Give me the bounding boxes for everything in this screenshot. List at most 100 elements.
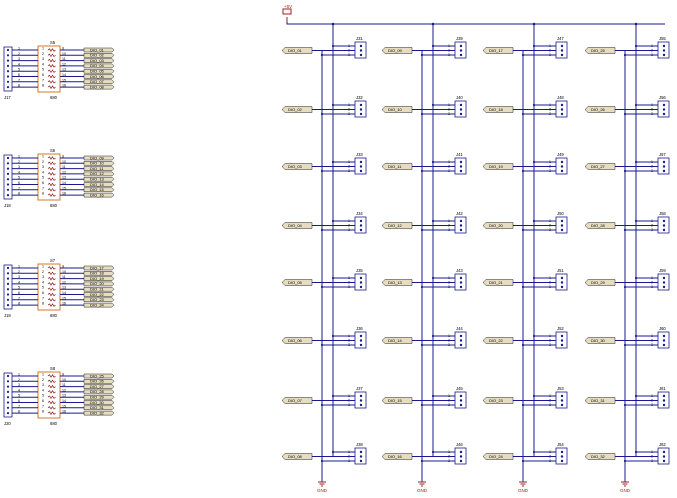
- header-pin: [6, 401, 10, 404]
- header-body: [3, 372, 13, 418]
- resistor-symbol: [47, 161, 56, 166]
- net-tag: [83, 68, 115, 74]
- junction-dot: [331, 219, 335, 223]
- connector-ref: J62: [659, 442, 666, 447]
- junction-dot: [623, 228, 627, 232]
- resistor-symbol: [47, 64, 56, 68]
- header-pin: [6, 178, 10, 181]
- connector-pin: [459, 165, 463, 168]
- junction-dot: [634, 160, 638, 164]
- resistor-symbol: [47, 79, 56, 84]
- net-tag: [83, 400, 115, 405]
- connector-pin: [662, 224, 666, 227]
- connector-ref: J36: [356, 326, 363, 331]
- net-tag-label: DIO_09: [90, 155, 105, 160]
- header-pin-number: 6: [18, 181, 20, 185]
- connector-pin: [359, 339, 363, 342]
- junction-dot: [634, 276, 638, 280]
- connector-pin: [459, 450, 463, 454]
- rpack-pin-right: 13: [62, 68, 66, 72]
- header-pin: [6, 277, 10, 280]
- junction-dot: [532, 276, 536, 280]
- net-tag-label: DIO_24: [489, 454, 504, 459]
- rpack-pin-left: 1: [42, 373, 44, 377]
- junction-dot: [331, 103, 335, 107]
- connector-pin: [459, 160, 463, 164]
- junction-dot: [521, 343, 525, 347]
- connector-pin: [560, 339, 564, 342]
- resistor-symbol: [47, 58, 56, 63]
- net-tag-label: DIO_28: [591, 223, 606, 228]
- junction-dot: [431, 160, 435, 164]
- connector-pin: [662, 49, 666, 52]
- net-tag-label: DIO_30: [90, 400, 105, 405]
- connector-ref: J31: [356, 36, 363, 41]
- net-tag: [83, 384, 115, 389]
- net-tag-label: DIO_22: [489, 338, 504, 343]
- net-tag-label: DIO_21: [489, 280, 504, 285]
- rpack-pin-right: 16: [62, 192, 66, 196]
- junction-dot: [521, 112, 525, 116]
- resistor-pack-body: [37, 371, 61, 419]
- connector-pin: [662, 450, 666, 454]
- header-pin-number: 3: [18, 165, 20, 169]
- rpack-pin-left: 2: [42, 270, 44, 274]
- junction-dot: [431, 334, 435, 338]
- rpack-pin-right: 14: [62, 73, 66, 77]
- connector-ref: J48: [557, 95, 564, 100]
- resistor-pack-ref: S8: [50, 366, 56, 371]
- header-pin-number: 7: [18, 78, 20, 82]
- connector-pin: [560, 334, 564, 338]
- ground-label: GND: [518, 488, 529, 493]
- net-tag-label: DIO_28: [90, 389, 105, 394]
- connector-pin: [459, 44, 463, 48]
- rpack-pin-right: 11: [62, 383, 66, 387]
- net-tag-label: DIO_07: [90, 79, 105, 84]
- connector-ref: J44: [456, 326, 463, 331]
- resistor-symbol: [47, 182, 56, 187]
- connector-pin: [359, 276, 363, 280]
- resistor-symbol: [47, 74, 56, 79]
- junction-dot: [521, 169, 525, 173]
- connector-pin: [459, 276, 463, 280]
- net-tag-label: DIO_21: [90, 287, 105, 292]
- rpack-pin-left: 8: [42, 302, 44, 306]
- net-tag-label: DIO_31: [591, 398, 606, 403]
- rpack-pin-right: 9: [62, 47, 64, 51]
- header-pin: [6, 75, 10, 78]
- junction-dot: [320, 459, 324, 463]
- junction-dot: [420, 169, 424, 173]
- header-pin: [6, 59, 10, 62]
- header-pin: [6, 374, 10, 378]
- junction-dot: [623, 285, 627, 289]
- resistor-pack-ref: S6: [50, 148, 56, 153]
- net-tag: [83, 271, 115, 276]
- net-tag-label: DIO_01: [90, 47, 105, 52]
- header-pin-number: 7: [18, 404, 20, 408]
- connector-pin: [662, 459, 666, 463]
- rpack-pin-right: 16: [62, 302, 66, 306]
- connector-ref: J32: [356, 95, 363, 100]
- connector-pin: [359, 343, 363, 347]
- junction-dot: [420, 285, 424, 289]
- junction-dot: [532, 219, 536, 223]
- junction-dot: [331, 450, 335, 454]
- connector-pin: [560, 160, 564, 164]
- net-tag: [83, 394, 115, 400]
- junction-dot: [521, 228, 525, 232]
- net-tag: [83, 405, 115, 411]
- header-pin: [6, 183, 10, 186]
- net-tag-label: DIO_26: [90, 379, 105, 384]
- connector-ref: J43: [456, 268, 463, 273]
- connector-pin: [459, 224, 463, 227]
